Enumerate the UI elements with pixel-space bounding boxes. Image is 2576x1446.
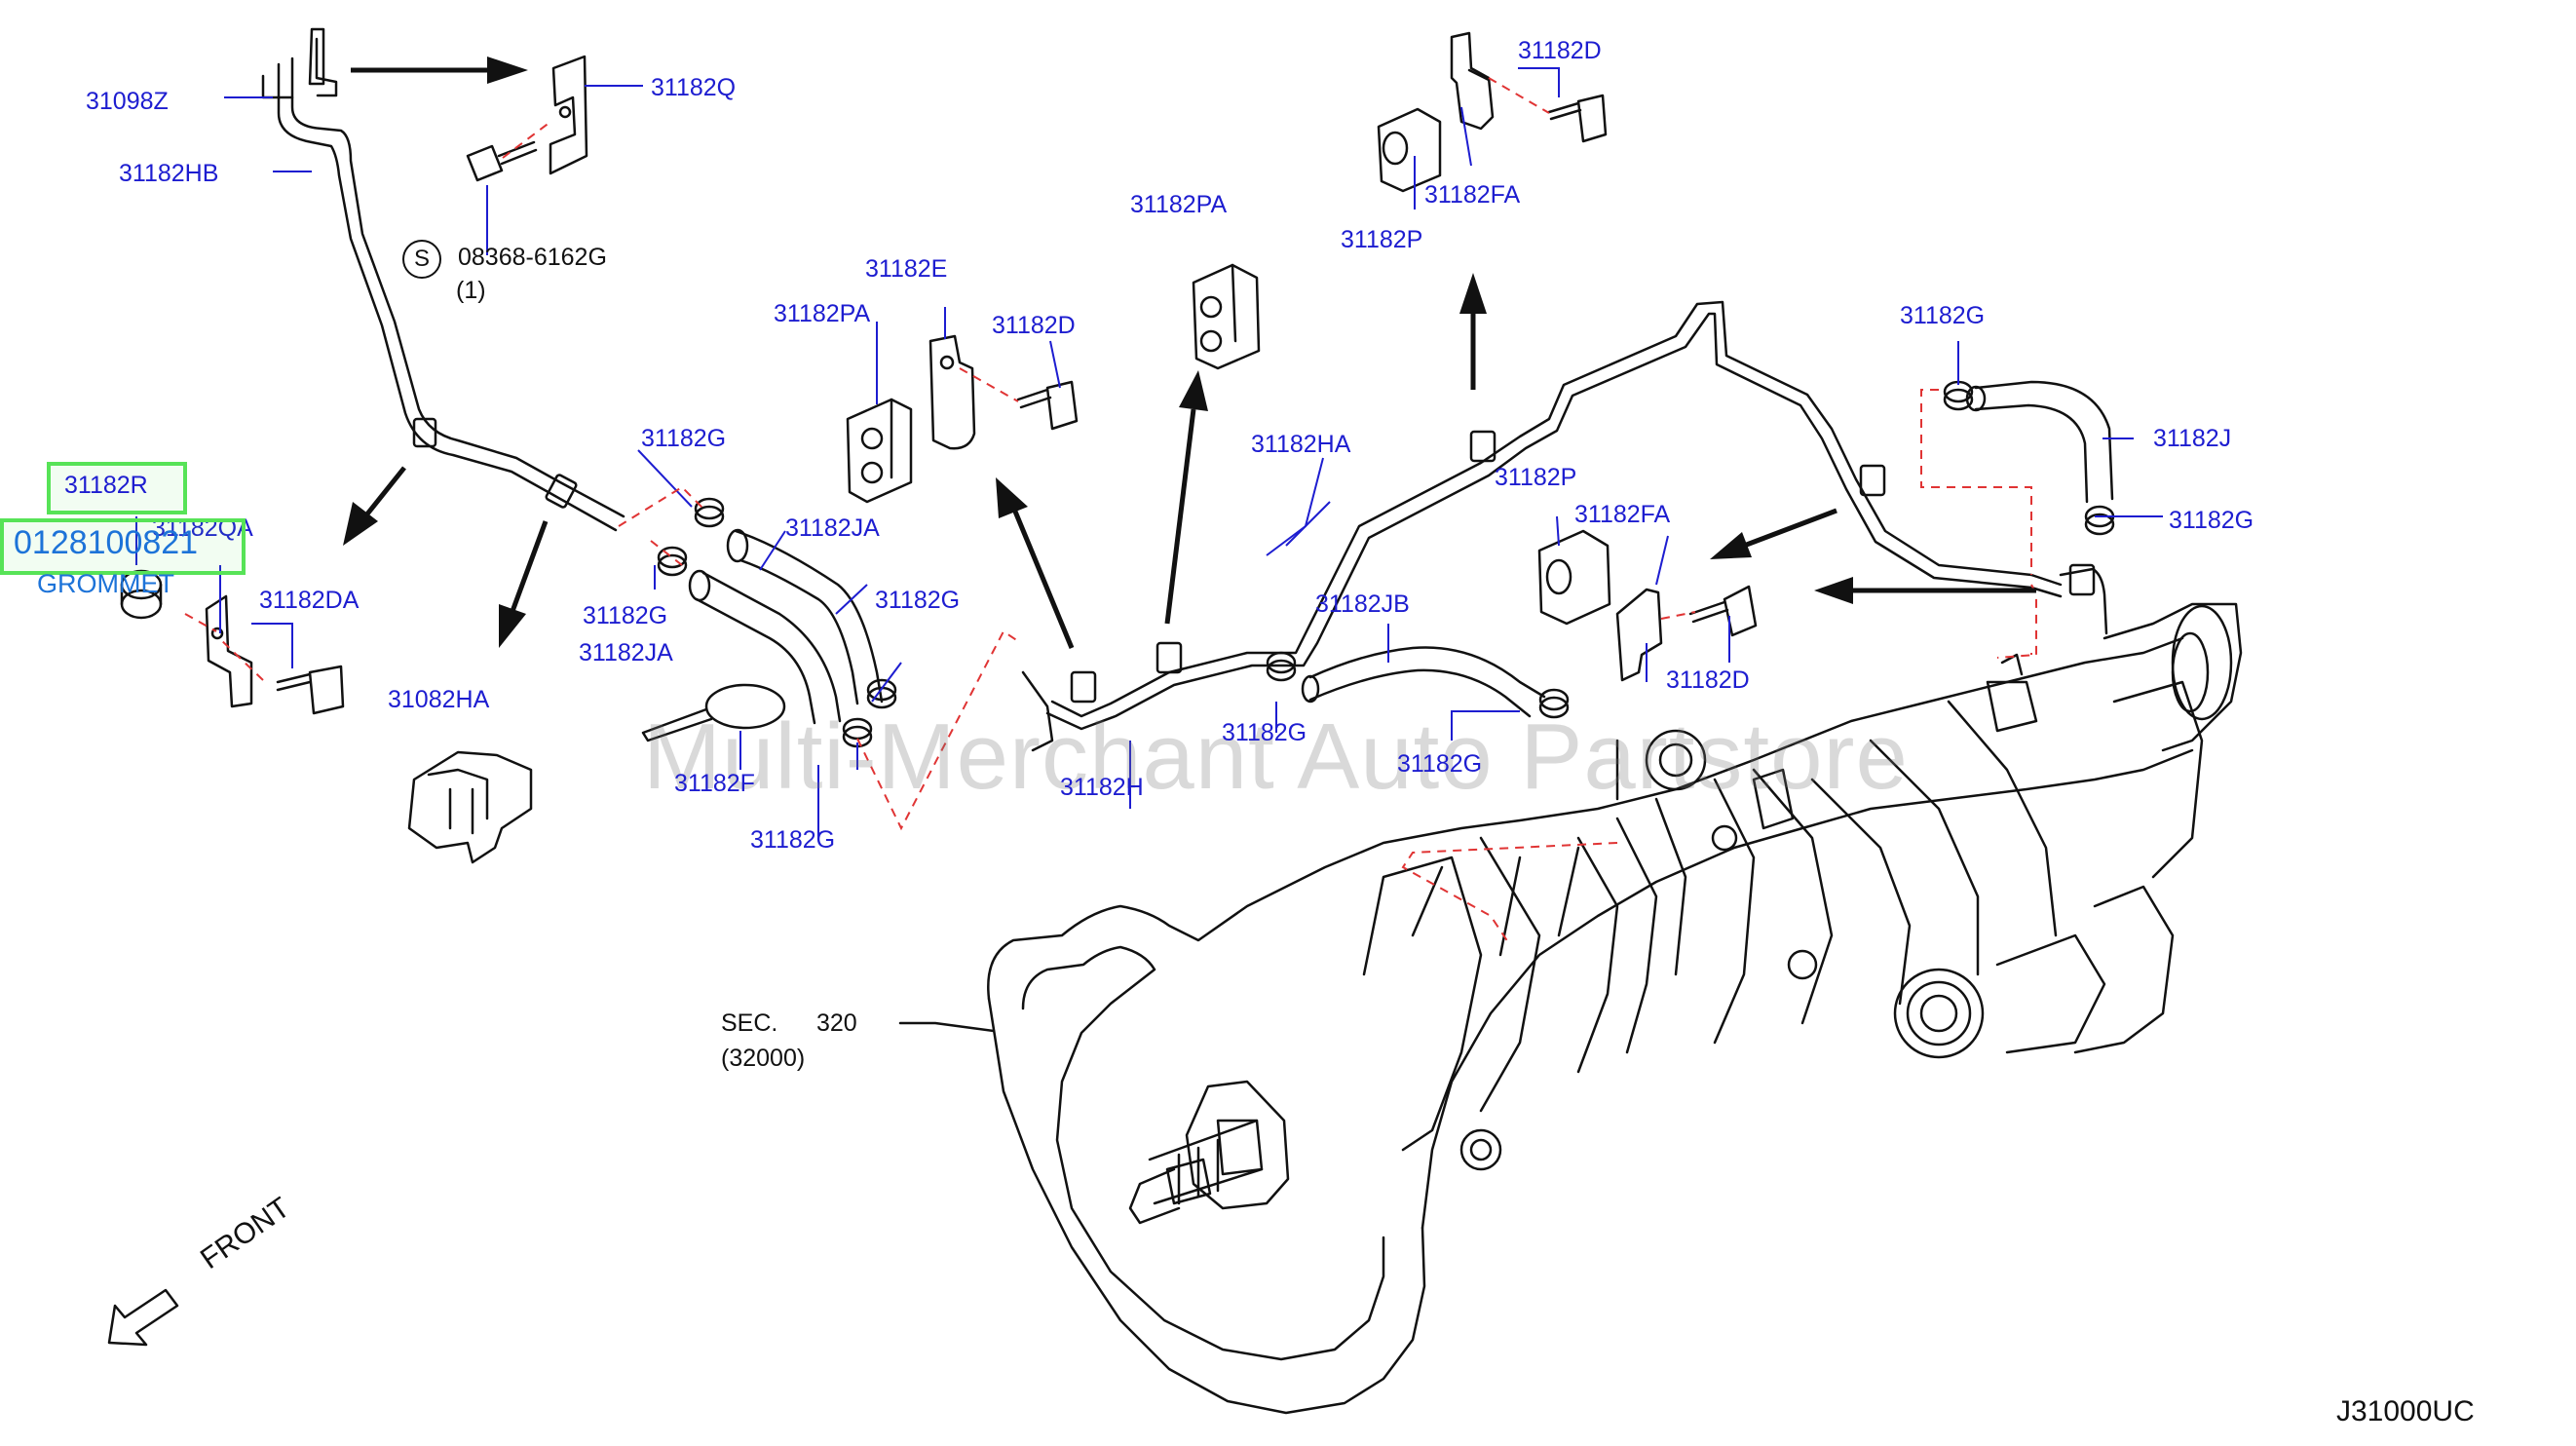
- label-31182g-e[interactable]: 31182G: [1222, 719, 1307, 746]
- grommet-31182pa-left: [846, 398, 913, 504]
- direction-arrows: [343, 57, 2036, 649]
- label-31182pa-a[interactable]: 31182PA: [774, 300, 871, 327]
- label-qty: (1): [456, 277, 486, 304]
- label-31182fa-b[interactable]: 31182FA: [1574, 501, 1671, 528]
- label-31182h[interactable]: 31182H: [1060, 774, 1144, 801]
- bolt-31182d-right: [1688, 585, 1758, 637]
- label-31182d-b[interactable]: 31182D: [1518, 37, 1602, 64]
- leader-lines: [135, 67, 2163, 838]
- clip: [412, 417, 437, 448]
- bracket-31182qa: [205, 594, 253, 708]
- grommet-31182pa-top: [1192, 263, 1261, 370]
- diagram-code: J31000UC: [2336, 1395, 2475, 1427]
- label-sec: SEC.: [721, 1009, 778, 1037]
- label-31182g-f[interactable]: 31182G: [1397, 750, 1483, 778]
- label-31182q[interactable]: 31182Q: [651, 74, 737, 101]
- hose-31182ja-lower: [688, 569, 842, 725]
- clip-31182fa-mid: [1615, 588, 1663, 682]
- label-31182d-a[interactable]: 31182D: [992, 312, 1076, 339]
- clip: [1155, 641, 1183, 674]
- bolt-31182d-mid: [1016, 380, 1079, 431]
- label-31182ja-b[interactable]: 31182JA: [579, 639, 673, 666]
- label-31182g-b[interactable]: 31182G: [583, 602, 668, 629]
- label-31182e[interactable]: 31182E: [865, 255, 948, 283]
- clip: [545, 474, 578, 509]
- grommet-31182p-top: [1377, 107, 1442, 193]
- label-31098z[interactable]: 31098Z: [86, 88, 169, 115]
- label-31182g-g[interactable]: 31182G: [1900, 302, 1986, 329]
- hose-clips: [657, 380, 2115, 748]
- bracket-31082ha: [407, 750, 533, 864]
- hose-31182jb: [1301, 646, 1546, 718]
- label-31182jb[interactable]: 31182JB: [1315, 590, 1410, 618]
- assembly-guides: [184, 77, 2037, 946]
- clip-31182fa-top: [1450, 31, 1495, 131]
- screw-symbol-icon: S: [402, 240, 441, 279]
- label-31182pa-b[interactable]: 31182PA: [1130, 191, 1228, 218]
- highlight-box-part-number[interactable]: [0, 518, 246, 575]
- bolt-31182d-top: [1547, 94, 1608, 143]
- label-sec-sub: (32000): [721, 1045, 806, 1072]
- label-31182hb[interactable]: 31182HB: [119, 160, 219, 187]
- highlight-box-31182r[interactable]: [47, 462, 187, 514]
- bracket-31182q: [549, 55, 588, 175]
- label-31182d-c[interactable]: 31182D: [1666, 666, 1750, 694]
- label-31182g-a[interactable]: 31182G: [641, 425, 727, 452]
- bolt-31182da: [276, 665, 345, 715]
- label-31182f[interactable]: 31182F: [674, 770, 755, 797]
- label-sec-number[interactable]: 320: [816, 1009, 857, 1037]
- bolt-08368: [466, 140, 538, 182]
- highlight-part-number[interactable]: 0128100821: [14, 524, 199, 561]
- label-31182g-d[interactable]: 31182G: [750, 826, 836, 854]
- clip: [1070, 670, 1097, 704]
- label-31182p-b[interactable]: 31182P: [1495, 464, 1577, 491]
- clip: [1469, 430, 1496, 463]
- clip: [2068, 563, 2096, 596]
- tube-31182hb: [277, 37, 625, 532]
- label-31182ja-a[interactable]: 31182JA: [785, 514, 880, 542]
- front-arrow: [107, 1288, 179, 1347]
- sec-leader: [898, 1021, 996, 1033]
- clip: [1859, 464, 1886, 497]
- highlight-part-name[interactable]: GROMMET: [37, 569, 174, 598]
- label-31182g-c[interactable]: 31182G: [875, 587, 961, 614]
- label-31182ha[interactable]: 31182HA: [1251, 431, 1351, 458]
- grommet-31182p-mid: [1537, 529, 1611, 626]
- transmission-assembly: [987, 602, 2243, 1415]
- label-31182j[interactable]: 31182J: [2153, 425, 2232, 452]
- label-31182g-h[interactable]: 31182G: [2169, 507, 2254, 534]
- clip-31182e: [928, 334, 976, 450]
- label-31182p-a[interactable]: 31182P: [1341, 226, 1423, 253]
- tube-31182ha: [1021, 300, 2108, 752]
- label-08368-6162g[interactable]: 08368-6162G: [458, 244, 607, 271]
- hose-31182j: [1965, 380, 2114, 504]
- label-31082ha[interactable]: 31082HA: [388, 686, 490, 713]
- label-31182fa-a[interactable]: 31182FA: [1424, 181, 1521, 209]
- cable-tie-31182f: [641, 683, 786, 742]
- label-31182da[interactable]: 31182DA: [259, 587, 360, 614]
- label-31182r[interactable]: 31182R: [64, 472, 148, 499]
